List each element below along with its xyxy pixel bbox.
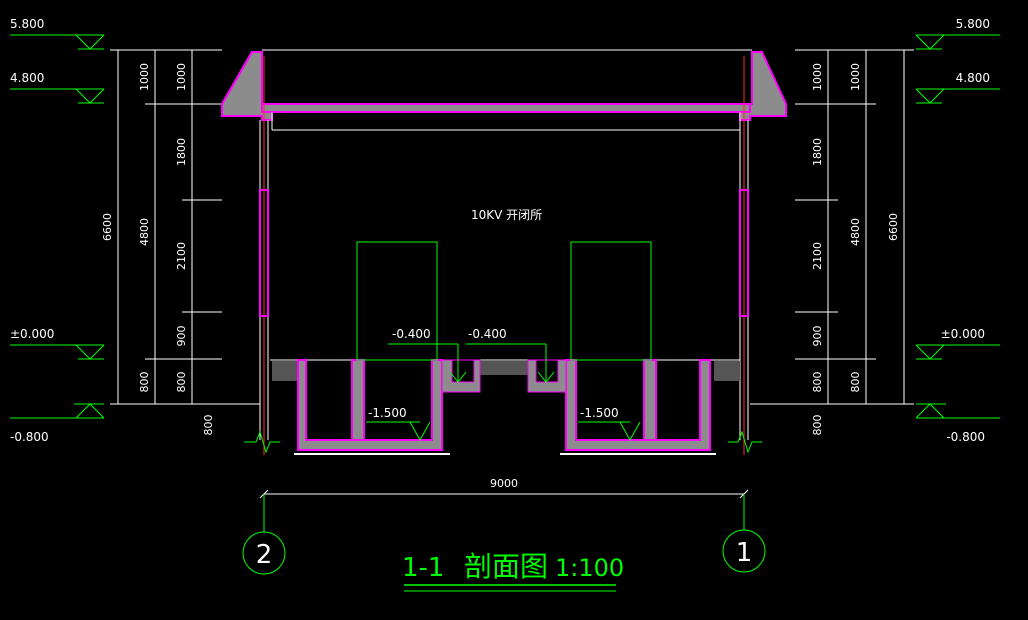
right-dim-wall: 4800 xyxy=(849,218,862,246)
axis-bubble-right xyxy=(722,529,766,573)
left-elev-roof: 4.800 xyxy=(10,71,44,85)
right-dim-parapet-a: 1000 xyxy=(811,63,824,91)
left-switchgear-cabinet xyxy=(356,241,438,361)
floor-hatch-mid xyxy=(480,361,532,375)
left-dim-parapet-b: 1000 xyxy=(175,63,188,91)
right-trench-divider xyxy=(643,359,657,441)
right-elev-ground: -0.800 xyxy=(946,430,985,444)
level-bottom-right: -1.500 xyxy=(580,406,619,420)
right-dim-below: 800 xyxy=(811,415,824,436)
left-elev-ground: -0.800 xyxy=(10,430,49,444)
right-trench xyxy=(565,359,711,451)
left-elev-roof-top: 5.800 xyxy=(10,17,44,31)
right-switchgear-cabinet xyxy=(570,241,652,361)
right-elev-roof: 4.800 xyxy=(956,71,990,85)
left-dim-upper: 1800 xyxy=(175,138,188,166)
level-shelf-right: -0.400 xyxy=(468,327,507,341)
left-dim-total: 6600 xyxy=(101,213,114,241)
left-dim-plinth-a: 800 xyxy=(138,372,151,393)
room-label: 10KV 开闭所 xyxy=(471,208,542,222)
left-trench xyxy=(297,359,443,451)
floor-hatch-right xyxy=(714,361,740,381)
left-dim-parapet-a: 1000 xyxy=(138,63,151,91)
left-elevation-markers xyxy=(10,34,105,419)
left-dim-below: 800 xyxy=(202,415,215,436)
right-dimension-lines xyxy=(795,49,914,405)
left-dim-window: 2100 xyxy=(175,242,188,270)
level-shelf-left: -0.400 xyxy=(392,327,431,341)
left-dimension-lines xyxy=(110,49,222,405)
left-eave xyxy=(221,51,273,121)
left-dim-wall: 4800 xyxy=(138,218,151,246)
right-dim-total: 6600 xyxy=(887,213,900,241)
right-dim-window: 2100 xyxy=(811,242,824,270)
right-elev-roof-top: 5.800 xyxy=(956,17,990,31)
left-dim-sill: 900 xyxy=(175,326,188,347)
right-dim-upper: 1800 xyxy=(811,138,824,166)
width-dimension xyxy=(259,489,749,499)
axis-bubble-left xyxy=(242,531,286,575)
right-dim-sill: 900 xyxy=(811,326,824,347)
level-bottom-left: -1.500 xyxy=(368,406,407,420)
axis-label-right: 1 xyxy=(736,538,753,568)
building-section xyxy=(200,49,820,455)
right-dim-plinth-a: 800 xyxy=(811,372,824,393)
floor-hatch-left xyxy=(272,361,298,381)
right-dim-parapet-b: 1000 xyxy=(849,63,862,91)
axis-label-left: 2 xyxy=(256,540,273,570)
width-dim-label: 9000 xyxy=(490,477,518,490)
left-trench-divider xyxy=(351,359,365,441)
drawing-scale: 1:100 xyxy=(555,554,624,582)
right-elev-floor: ±0.000 xyxy=(941,327,985,341)
right-elevation-markers xyxy=(915,34,1000,419)
drawing-title-name: 剖面图 xyxy=(464,550,548,583)
left-elev-floor: ±0.000 xyxy=(10,327,54,341)
right-dim-plinth-b: 800 xyxy=(849,372,862,393)
roof-slab xyxy=(261,103,751,113)
left-dim-plinth-b: 800 xyxy=(175,372,188,393)
drawing-title-number: 1-1 xyxy=(402,553,444,583)
